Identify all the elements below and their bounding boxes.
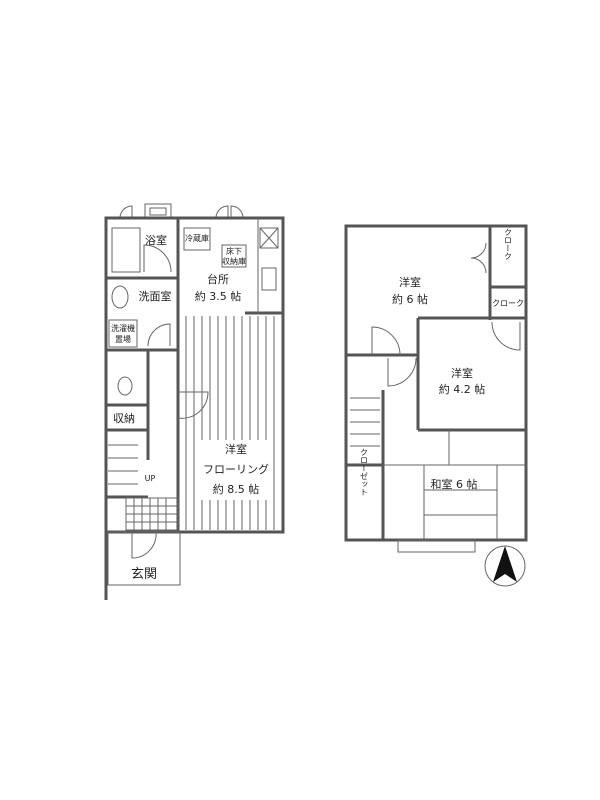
kitchen-size: 約 3.5 帖 bbox=[195, 289, 242, 303]
stairs bbox=[108, 444, 138, 485]
window bbox=[144, 203, 172, 219]
living-room-label: 洋室 bbox=[225, 442, 247, 456]
entrance bbox=[107, 531, 181, 586]
storage-label: 収納庫 bbox=[222, 256, 246, 266]
stairs bbox=[350, 397, 380, 447]
entry-tile bbox=[125, 497, 179, 531]
tatami bbox=[383, 430, 526, 540]
toilet bbox=[117, 376, 133, 396]
laundry-area bbox=[108, 319, 138, 348]
underfloor-storage bbox=[221, 244, 247, 268]
living-room-size: 約 8.5 帖 bbox=[213, 482, 260, 496]
bedroom-2-label: 洋室 bbox=[451, 366, 473, 380]
bedroom-1-size: 約 6 帖 bbox=[392, 292, 428, 306]
fridge bbox=[183, 227, 211, 251]
floor-2: 洋室 約 6 帖 クローク クローク 洋室 約 4.2 帖 和室 6 帖 クロー… bbox=[344, 224, 528, 587]
living-room-type: フローリング bbox=[203, 462, 269, 476]
cloak-1-label: クローク bbox=[504, 228, 513, 260]
bath-label: 浴室 bbox=[145, 233, 167, 247]
outer-wall-2f bbox=[344, 224, 528, 542]
bedroom-1-label: 洋室 bbox=[399, 275, 421, 289]
window bbox=[397, 539, 476, 553]
storage-closet-label: 収納 bbox=[113, 412, 135, 425]
floor-1: 冷蔵庫 床下 収納庫 浴室 台所 約 3.5 帖 洗面室 洗濯機 置場 収納 U… bbox=[104, 203, 285, 600]
sink bbox=[111, 285, 129, 309]
kitchen-label: 台所 bbox=[207, 272, 229, 286]
cloak-2-label: クローク bbox=[492, 299, 524, 308]
bedroom-2-size: 約 4.2 帖 bbox=[439, 382, 486, 396]
door-swing bbox=[119, 205, 244, 219]
entrance-label: 玄関 bbox=[131, 567, 157, 582]
stove bbox=[261, 267, 277, 291]
japanese-room-label: 和室 6 帖 bbox=[431, 477, 478, 491]
bathtub bbox=[111, 227, 141, 273]
laundry-label: 洗濯機 bbox=[111, 323, 135, 333]
closet-label: クローゼット bbox=[360, 448, 369, 496]
flooring bbox=[185, 316, 275, 530]
fridge-label: 冷蔵庫 bbox=[185, 233, 209, 243]
north-arrow-icon bbox=[484, 545, 526, 587]
outer-wall-1f bbox=[104, 216, 285, 534]
washroom-label: 洗面室 bbox=[139, 289, 172, 303]
stairs-up-label: UP bbox=[145, 474, 156, 483]
storage-label: 床下 bbox=[226, 246, 242, 256]
laundry-label: 置場 bbox=[115, 334, 131, 344]
